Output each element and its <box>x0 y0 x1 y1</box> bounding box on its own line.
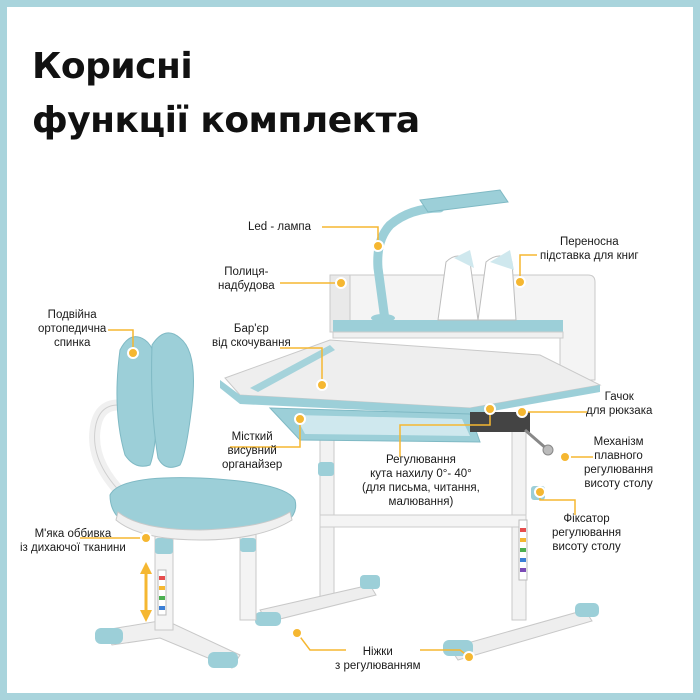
callout-legs-line-2: з регулюванням <box>335 660 421 672</box>
callout-mechanism: Механізм плавного регулювання висоту сто… <box>584 435 653 491</box>
callout-fabric: М'яка оббивка із дихаючої тканини <box>20 527 126 555</box>
callout-mechanism-line-1: Механізм <box>593 436 644 448</box>
callout-barrier-line-2: від скочування <box>212 337 291 349</box>
height-crank <box>524 428 554 456</box>
callout-tilt-line-2: кута нахилу 0°- 40° <box>370 468 472 480</box>
callout-height-lock: Фіксатор регулювання висоту столу <box>552 512 621 554</box>
callout-legs: Ніжки з регулюванням <box>335 645 421 673</box>
callout-book-stand-line-1: Переносна <box>559 236 619 248</box>
callout-barrier: Бар'єр від скочування <box>212 322 291 350</box>
callout-backrest-line-1: Подвійна <box>47 309 97 321</box>
callout-drawer-line-2: висувний <box>227 445 277 457</box>
callout-led-lamp-text: Led - лампа <box>248 221 312 233</box>
led-lamp <box>371 189 509 325</box>
chair <box>89 332 297 669</box>
height-adjust-arrow-icon <box>140 562 152 622</box>
callout-book-stand-line-2: підставка для книг <box>540 250 639 262</box>
callout-shelf-line-1: Полиця- <box>224 266 269 278</box>
callout-fabric-line-1: М'яка оббивка <box>34 528 112 540</box>
callout-leader-lines <box>80 226 593 657</box>
callout-drawer: Місткий висувний органайзер <box>222 430 282 472</box>
callout-height-lock-line-1: Фіксатор <box>563 513 610 525</box>
callout-hook: Гачок для рюкзака <box>586 390 652 418</box>
callout-shelf-line-2: надбудова <box>218 280 275 292</box>
callout-hook-line-1: Гачок <box>604 391 634 403</box>
callout-tilt-line-1: Регулювання <box>385 454 456 466</box>
callout-barrier-line-1: Бар'єр <box>233 323 269 335</box>
callout-drawer-line-1: Місткий <box>231 431 273 443</box>
desk-shelf <box>329 274 596 381</box>
desk-top <box>220 339 602 415</box>
callout-tilt-line-3: (для письма, читання, <box>362 482 480 494</box>
callout-fabric-line-2: із дихаючої тканини <box>20 542 126 554</box>
callout-legs-line-1: Ніжки <box>362 646 393 658</box>
title-line-1: Корисні <box>32 46 193 87</box>
callout-drawer-line-3: органайзер <box>222 459 283 471</box>
callout-tilt: Регулювання кута нахилу 0°- 40° (для пис… <box>362 453 480 509</box>
title-line-2: функції комплекта <box>32 100 420 141</box>
callout-height-lock-line-3: висоту столу <box>552 541 621 553</box>
callout-dots <box>127 240 571 663</box>
callout-backrest-line-3: спинка <box>53 337 91 349</box>
callout-backrest-line-2: ортопедична <box>38 323 107 335</box>
page-title: Корисні функції комплекта <box>32 40 420 148</box>
callout-mechanism-line-2: плавного <box>594 450 643 462</box>
callout-backrest: Подвійна ортопедична спинка <box>38 308 106 350</box>
desk-drawer <box>268 407 530 443</box>
callout-height-lock-line-2: регулювання <box>552 527 622 539</box>
callout-book-stand: Переносна підставка для книг <box>540 235 639 263</box>
callout-hook-line-2: для рюкзака <box>586 405 653 417</box>
callout-led-lamp: Led - лампа <box>248 220 311 234</box>
callout-mechanism-line-4: висоту столу <box>584 478 653 490</box>
desk-legs <box>255 419 599 661</box>
callout-tilt-line-4: малювання) <box>388 496 454 508</box>
book-stand <box>437 250 517 321</box>
callout-shelf: Полиця- надбудова <box>218 265 275 293</box>
callout-mechanism-line-3: регулювання <box>584 464 654 476</box>
